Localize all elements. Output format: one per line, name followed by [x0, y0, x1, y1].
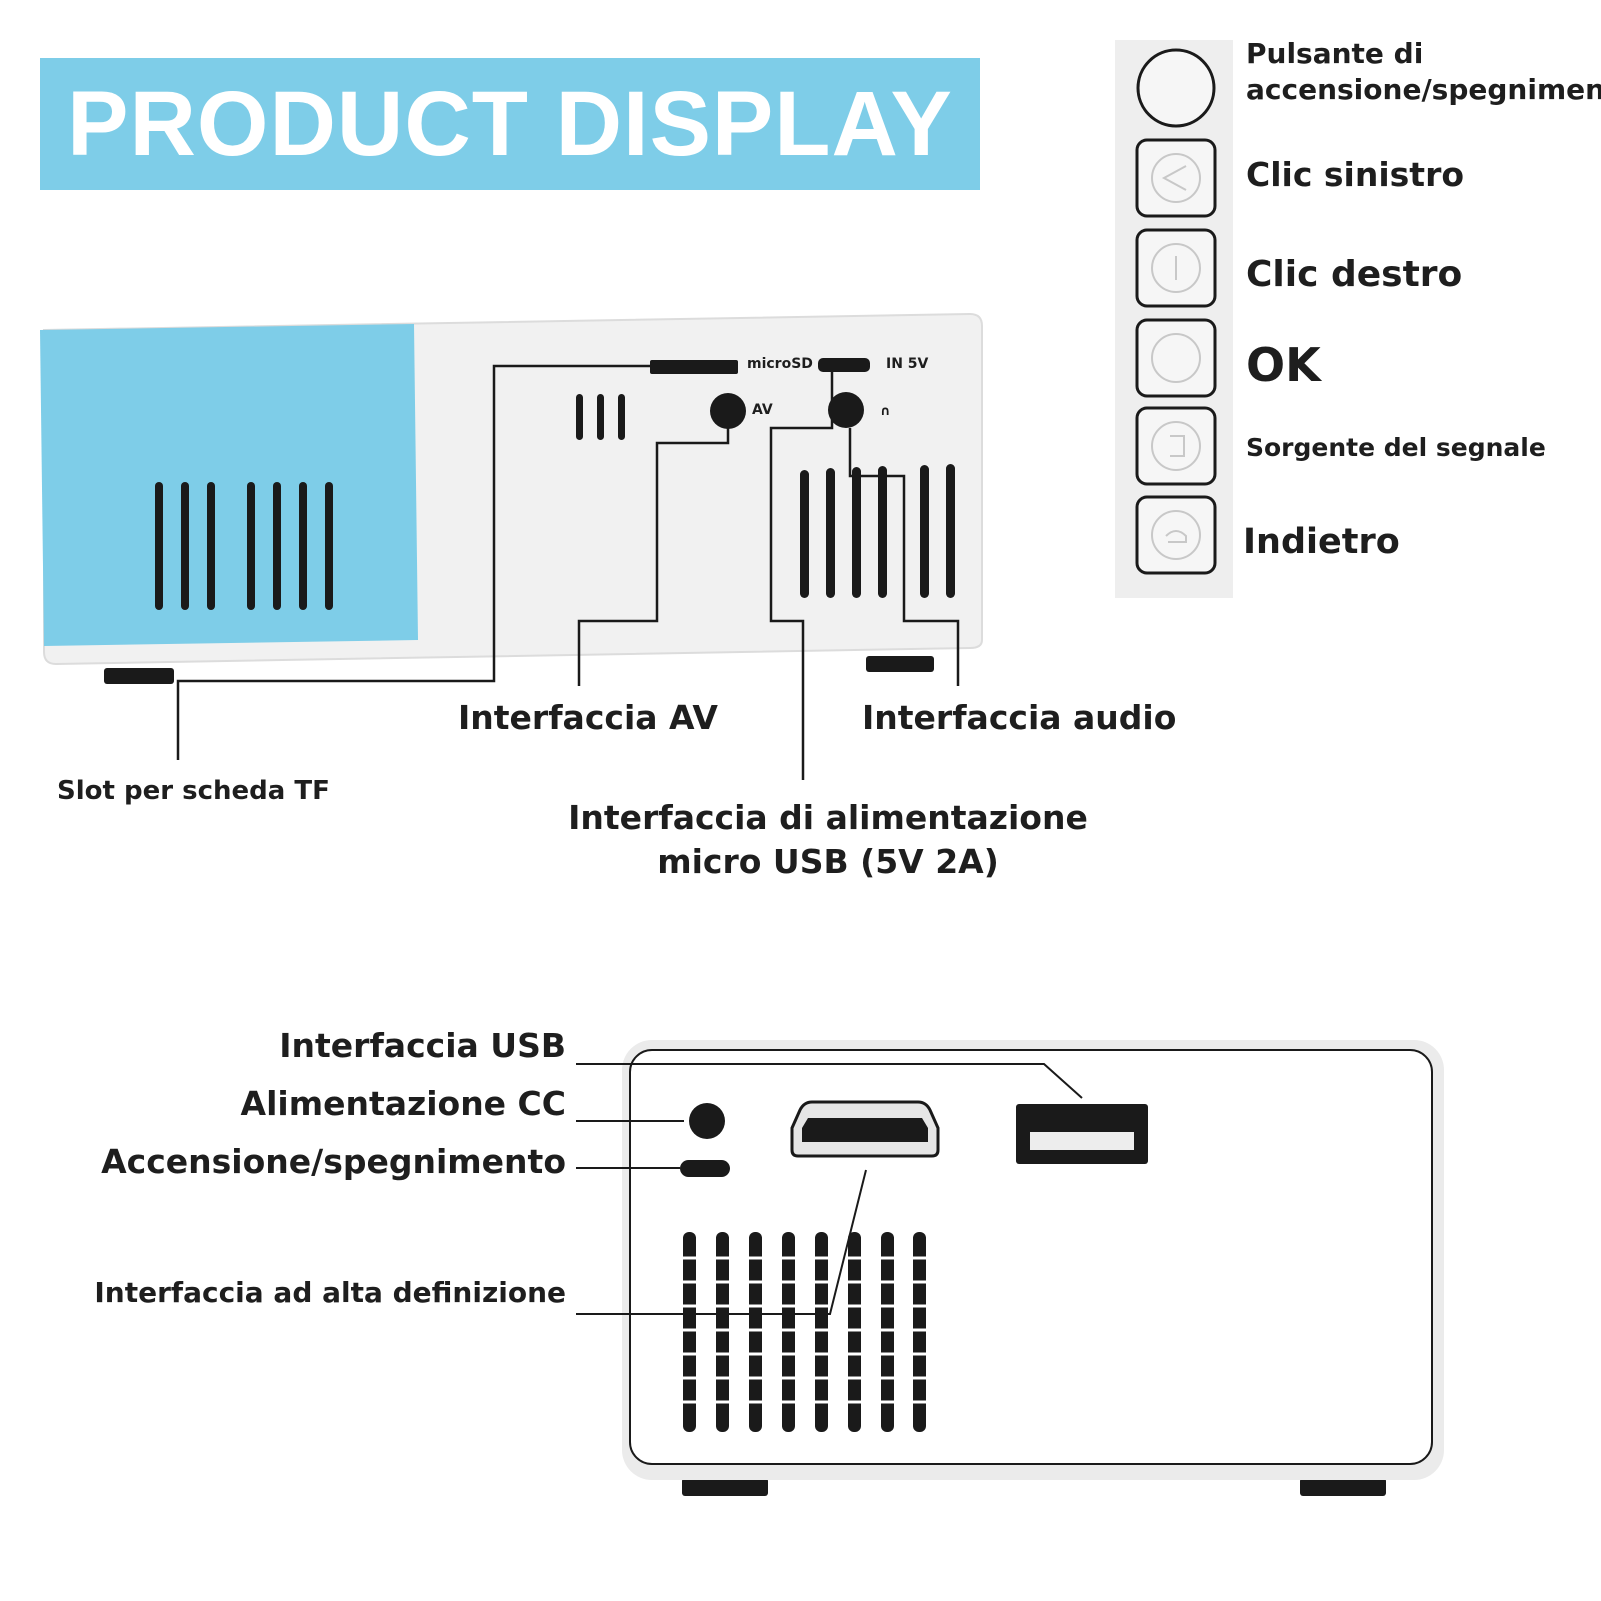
- source-icon: [1135, 406, 1217, 486]
- callout-lines-side: [176, 364, 960, 780]
- micro-usb-port: [818, 358, 870, 372]
- power-switch-label: Accensione/spegnimento: [101, 1142, 566, 1181]
- av-jack: [710, 393, 746, 429]
- page-title: PRODUCT DISPLAY: [67, 73, 953, 175]
- callout-lines-back: [576, 1063, 1083, 1315]
- audio-interface-label: Interfaccia audio: [862, 698, 1177, 737]
- usb-interface-label: Interfaccia USB: [279, 1026, 566, 1065]
- in5v-port-label: IN 5V: [886, 356, 929, 372]
- button-panel: [1115, 40, 1233, 598]
- tf-slot-label: Slot per scheda TF: [57, 776, 330, 806]
- blue-vent: [155, 482, 333, 610]
- hdmi-interface-label: Interfaccia ad alta definizione: [94, 1276, 566, 1309]
- foot: [104, 668, 174, 684]
- power-interface-line2: micro USB (5V 2A): [657, 842, 999, 881]
- power-switch: [680, 1160, 730, 1177]
- power-icon: [1136, 48, 1216, 128]
- projector-side-view: ∩: [40, 312, 983, 684]
- projector-blue-panel: [40, 324, 418, 646]
- button-label-power-line2: accensione/spegnimento: [1246, 73, 1601, 106]
- ok-icon: [1135, 318, 1217, 398]
- back-icon: [1135, 495, 1217, 575]
- av-interface-label: Interfaccia AV: [458, 698, 718, 737]
- button-label-left-click: Clic sinistro: [1246, 155, 1465, 194]
- audio-jack: [828, 392, 864, 428]
- av-port-label: AV: [752, 402, 773, 418]
- button-label-right-click: Clic destro: [1246, 254, 1463, 295]
- microsd-port-label: microSD: [747, 356, 813, 372]
- button-label-source: Sorgente del segnale: [1246, 433, 1546, 462]
- title-banner: [40, 58, 980, 190]
- foot: [866, 656, 934, 672]
- button-label-power: Pulsante di accensione/spegnimento: [1246, 36, 1601, 108]
- button-label-power-line1: Pulsante di: [1246, 37, 1424, 70]
- small-vent: [576, 394, 625, 440]
- dc-power-label: Alimentazione CC: [240, 1084, 566, 1123]
- foot: [1300, 1478, 1386, 1496]
- button-label-ok: OK: [1246, 338, 1321, 392]
- projector-back-view: [622, 1040, 1444, 1496]
- right-vent: [800, 464, 955, 598]
- left-triangle-icon: [1135, 138, 1217, 218]
- microsd-slot: [650, 360, 738, 374]
- headphone-icon: ∩: [880, 404, 891, 419]
- dc-jack: [689, 1103, 725, 1139]
- foot: [682, 1478, 768, 1496]
- power-interface-label: Interfaccia di alimentazione micro USB (…: [528, 796, 1128, 884]
- button-label-back: Indietro: [1243, 522, 1400, 562]
- power-interface-line1: Interfaccia di alimentazione: [568, 798, 1088, 837]
